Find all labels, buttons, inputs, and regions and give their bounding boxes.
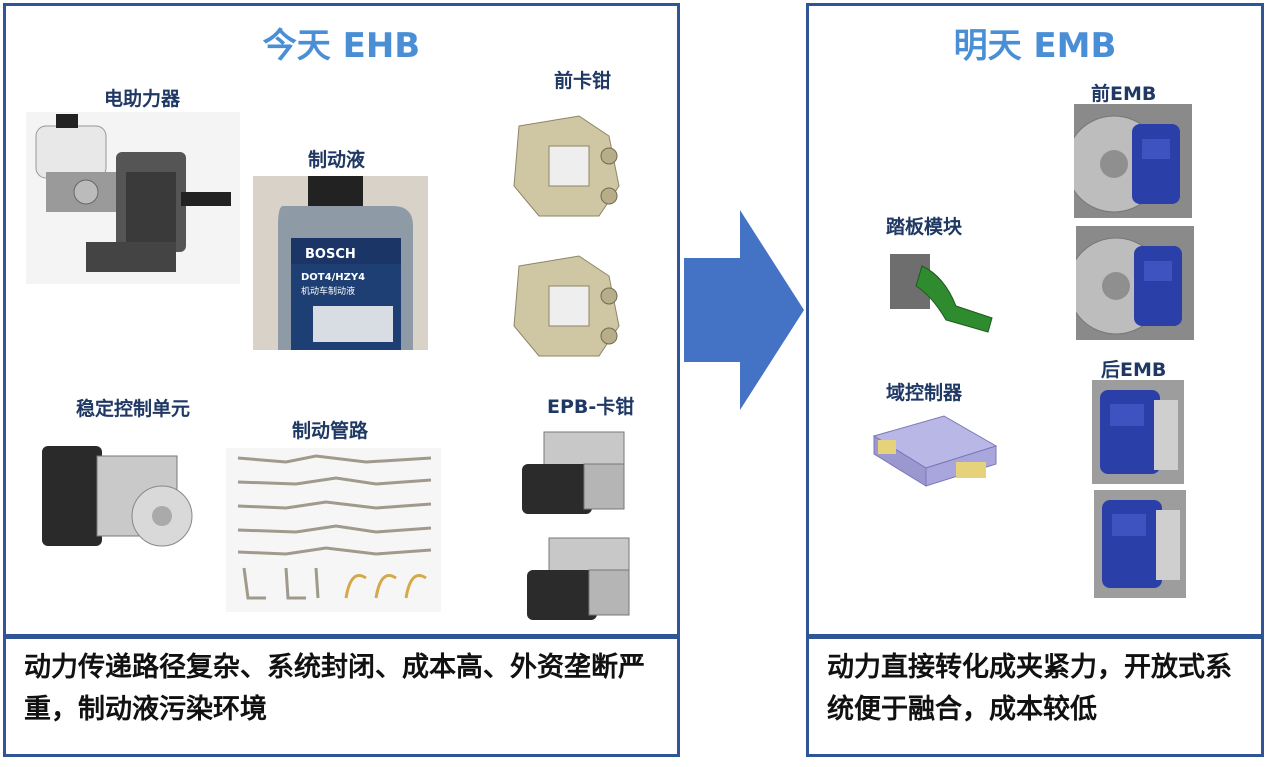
rear-emb-image-1: [1092, 380, 1184, 484]
epb-caliper-label: EPB-卡钳: [547, 396, 635, 418]
domain-controller-label: 域控制器: [886, 382, 963, 404]
front-caliper-label: 前卡钳: [554, 70, 612, 92]
brake-fluid-image: BOSCH DOT4/HZY4 机动车制动液: [253, 176, 428, 350]
front-emb-image-2: [1076, 226, 1194, 340]
ehb-summary-box: 动力传递路径复杂、系统封闭、成本高、外资垄断严重，制动液污染环境: [3, 636, 680, 757]
booster-image: [26, 112, 240, 284]
emb-summary: 动力直接转化成夹紧力，开放式系统便于融合，成本较低: [827, 652, 1232, 725]
esc-unit-image: [12, 426, 222, 556]
fluid-label: 制动液: [308, 149, 366, 171]
fluid-grade: DOT4/HZY4: [301, 272, 365, 283]
pedal-label: 踏板模块: [886, 216, 963, 238]
epb-caliper-image-1: [514, 424, 644, 524]
fluid-brand: BOSCH: [305, 247, 356, 262]
ehb-summary: 动力传递路径复杂、系统封闭、成本高、外资垄断严重，制动液污染环境: [24, 652, 645, 725]
transition-arrow-icon: [684, 210, 804, 410]
booster-label: 电助力器: [104, 88, 181, 110]
esc-label: 稳定控制单元: [76, 398, 191, 420]
rear-emb-image-2: [1094, 490, 1186, 598]
brake-lines-image: [226, 448, 441, 612]
emb-title: 明天 EMB: [953, 26, 1117, 66]
emb-panel: 明天 EMB: [806, 3, 1264, 637]
ehb-title: 今天 EHB: [262, 26, 421, 66]
rear-emb-label: 后EMB: [1101, 359, 1167, 381]
emb-summary-box: 动力直接转化成夹紧力，开放式系统便于融合，成本较低: [806, 636, 1264, 757]
front-caliper-image-1: [499, 96, 642, 232]
brake-lines-label: 制动管路: [292, 420, 369, 442]
domain-controller-image: [864, 406, 1006, 500]
epb-caliper-image-2: [519, 530, 649, 630]
fluid-desc: 机动车制动液: [301, 285, 355, 297]
front-emb-label: 前EMB: [1091, 83, 1157, 105]
front-emb-image-1: [1074, 104, 1192, 218]
pedal-module-image: [884, 246, 1000, 338]
front-caliper-image-2: [499, 236, 642, 372]
